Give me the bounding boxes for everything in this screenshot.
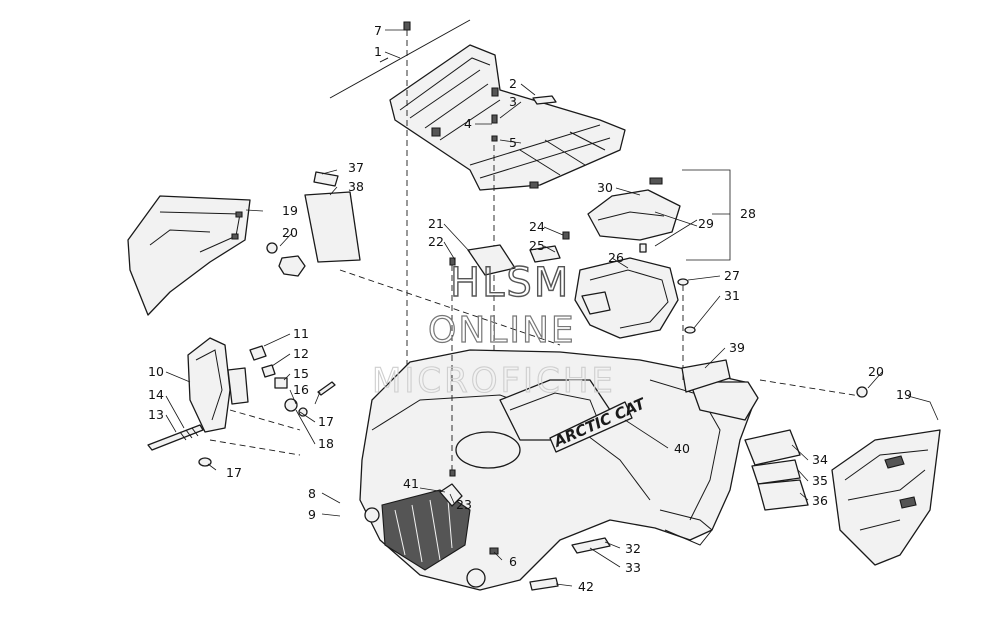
- bracket-screw: [562, 231, 570, 240]
- callout-15: 15: [293, 366, 309, 381]
- fender-badge: [439, 483, 463, 507]
- callout-2: 2: [509, 76, 517, 91]
- callout-17-upper: 17: [318, 414, 334, 429]
- callout-16: 16: [293, 382, 309, 397]
- headlight-guide-line: [209, 409, 301, 456]
- callout-28: 28: [740, 206, 756, 221]
- right-inner-panel: [681, 359, 731, 393]
- callout-34: 34: [812, 452, 828, 467]
- right-panel-guide: [759, 379, 861, 397]
- callout-20-right: 20: [868, 364, 884, 379]
- callout-9: 9: [308, 507, 316, 522]
- callout-12: 12: [293, 346, 309, 361]
- callout-19-right: 19: [896, 387, 912, 402]
- callout-23: 23: [456, 497, 472, 512]
- callout-20-left: 20: [282, 225, 298, 240]
- callout-6: 6: [509, 554, 517, 569]
- callout-42: 42: [578, 579, 594, 594]
- callout-36: 36: [812, 493, 828, 508]
- callout-18: 18: [318, 436, 334, 451]
- lower-badge: [529, 577, 559, 591]
- callout-10: 10: [148, 364, 164, 379]
- storage-lid: [587, 177, 681, 253]
- front-rack: [389, 44, 626, 191]
- callout-26: 26: [608, 250, 624, 265]
- bracket-diag-guide: [339, 269, 561, 346]
- callout-24: 24: [529, 219, 545, 234]
- fender-pin: [449, 469, 456, 477]
- callout-41: 41: [403, 476, 419, 491]
- callout-8: 8: [308, 486, 316, 501]
- callout-22: 22: [428, 234, 444, 249]
- callout-27: 27: [724, 268, 740, 283]
- callout-32: 32: [625, 541, 641, 556]
- headlight-bulb-parts: [249, 345, 336, 417]
- callout-21: 21: [428, 216, 444, 231]
- adjuster-screw: [147, 424, 204, 451]
- callout-13: 13: [148, 407, 164, 422]
- watermark: HLSM ONLINE MICROFICHE: [371, 259, 616, 401]
- callout-1: 1: [374, 44, 382, 59]
- left-decal-set: [304, 171, 361, 263]
- rack-bolt: [403, 21, 411, 430]
- right-side-panel: [831, 429, 941, 566]
- callout-14: 14: [148, 387, 164, 402]
- callout-5: 5: [509, 135, 517, 150]
- left-side-panel: [127, 195, 251, 316]
- front-grille: [381, 489, 471, 571]
- left-fog-light: [364, 507, 380, 523]
- fender-underside: [659, 509, 713, 546]
- callout-35: 35: [812, 473, 828, 488]
- callout-29: 29: [698, 216, 714, 231]
- right-panel-fastener: [856, 386, 868, 398]
- callout-38: 38: [348, 179, 364, 194]
- callout-31: 31: [724, 288, 740, 303]
- callout-3: 3: [509, 94, 517, 109]
- callout-30: 30: [597, 180, 613, 195]
- callout-37: 37: [348, 160, 364, 175]
- callout-40: 40: [674, 441, 690, 456]
- callout-17-lower: 17: [226, 465, 242, 480]
- left-panel-fastener: [266, 242, 306, 277]
- callout-25: 25: [529, 238, 545, 253]
- right-fog-light: [466, 568, 486, 588]
- leader-lines: [165, 29, 939, 587]
- watermark-line-3: MICROFICHE: [372, 361, 616, 401]
- callout-11: 11: [293, 326, 309, 341]
- watermark-line-2: ONLINE: [428, 310, 576, 351]
- callout-4: 4: [464, 116, 472, 131]
- callout-7: 7: [374, 23, 382, 38]
- right-decal-set: [744, 429, 809, 511]
- storage-compartment: [574, 257, 679, 339]
- headlight-assembly: [187, 337, 249, 433]
- right-fasteners: [677, 278, 696, 380]
- callout-labels: 7 1 2 3 4 5 37 38 19 20 21 22 24 25 30 2…: [148, 23, 912, 594]
- callout-19-left: 19: [282, 203, 298, 218]
- rack-bracket-line: [329, 19, 471, 99]
- callout-39: 39: [729, 340, 745, 355]
- watermark-line-1: HLSM: [450, 260, 570, 306]
- callout-33: 33: [625, 560, 641, 575]
- fender-plug: [489, 547, 499, 555]
- side-decal: [571, 537, 611, 554]
- rack-decal: [532, 95, 557, 105]
